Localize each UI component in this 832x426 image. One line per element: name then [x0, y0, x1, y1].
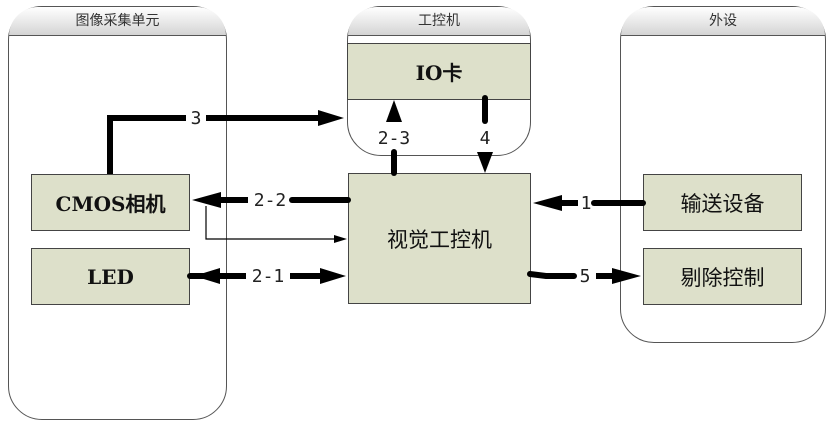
peripheral-title: 外设 [621, 7, 825, 36]
connection-image-data [205, 206, 347, 243]
label-5: 5 [580, 266, 591, 287]
arrowhead-4 [477, 152, 493, 173]
image-unit-title: 图像采集单元 [9, 7, 226, 36]
led-box: LED [31, 248, 190, 305]
vision-ipc-box: 视觉工控机 [348, 173, 531, 304]
arrowhead-2-3 [386, 100, 402, 122]
cmos-camera-box: CMOS相机 [31, 174, 190, 231]
label-2-3: 2-3 [378, 128, 411, 149]
label-2-2: 2-2 [254, 190, 287, 211]
reject-control-box: 剔除控制 [643, 248, 802, 305]
arrowhead-2-1-left [194, 268, 220, 284]
connection-2-3: 2-3 [378, 100, 411, 176]
connection-3: 3 [107, 108, 344, 174]
ipc-title: 工控机 [348, 7, 530, 36]
io-card-box: IO卡 [347, 43, 531, 100]
arrowhead-2-2 [192, 192, 221, 208]
label-2-1: 2-1 [252, 266, 285, 287]
arrowhead-2-1-right [320, 268, 346, 284]
arrowhead-3 [318, 110, 344, 126]
connection-1: 1 [533, 193, 646, 214]
arrowhead-5 [612, 268, 641, 284]
connection-5: 5 [527, 266, 641, 287]
arrowhead-image [334, 235, 347, 243]
connection-4: 4 [477, 95, 493, 173]
connection-2-2: 2-2 [192, 190, 351, 211]
conveyor-box: 输送设备 [643, 174, 802, 231]
connection-2-1: 2-1 [187, 266, 346, 287]
label-3: 3 [191, 108, 202, 129]
arrowhead-1 [533, 195, 562, 211]
label-4: 4 [480, 128, 491, 149]
label-1: 1 [581, 193, 592, 214]
